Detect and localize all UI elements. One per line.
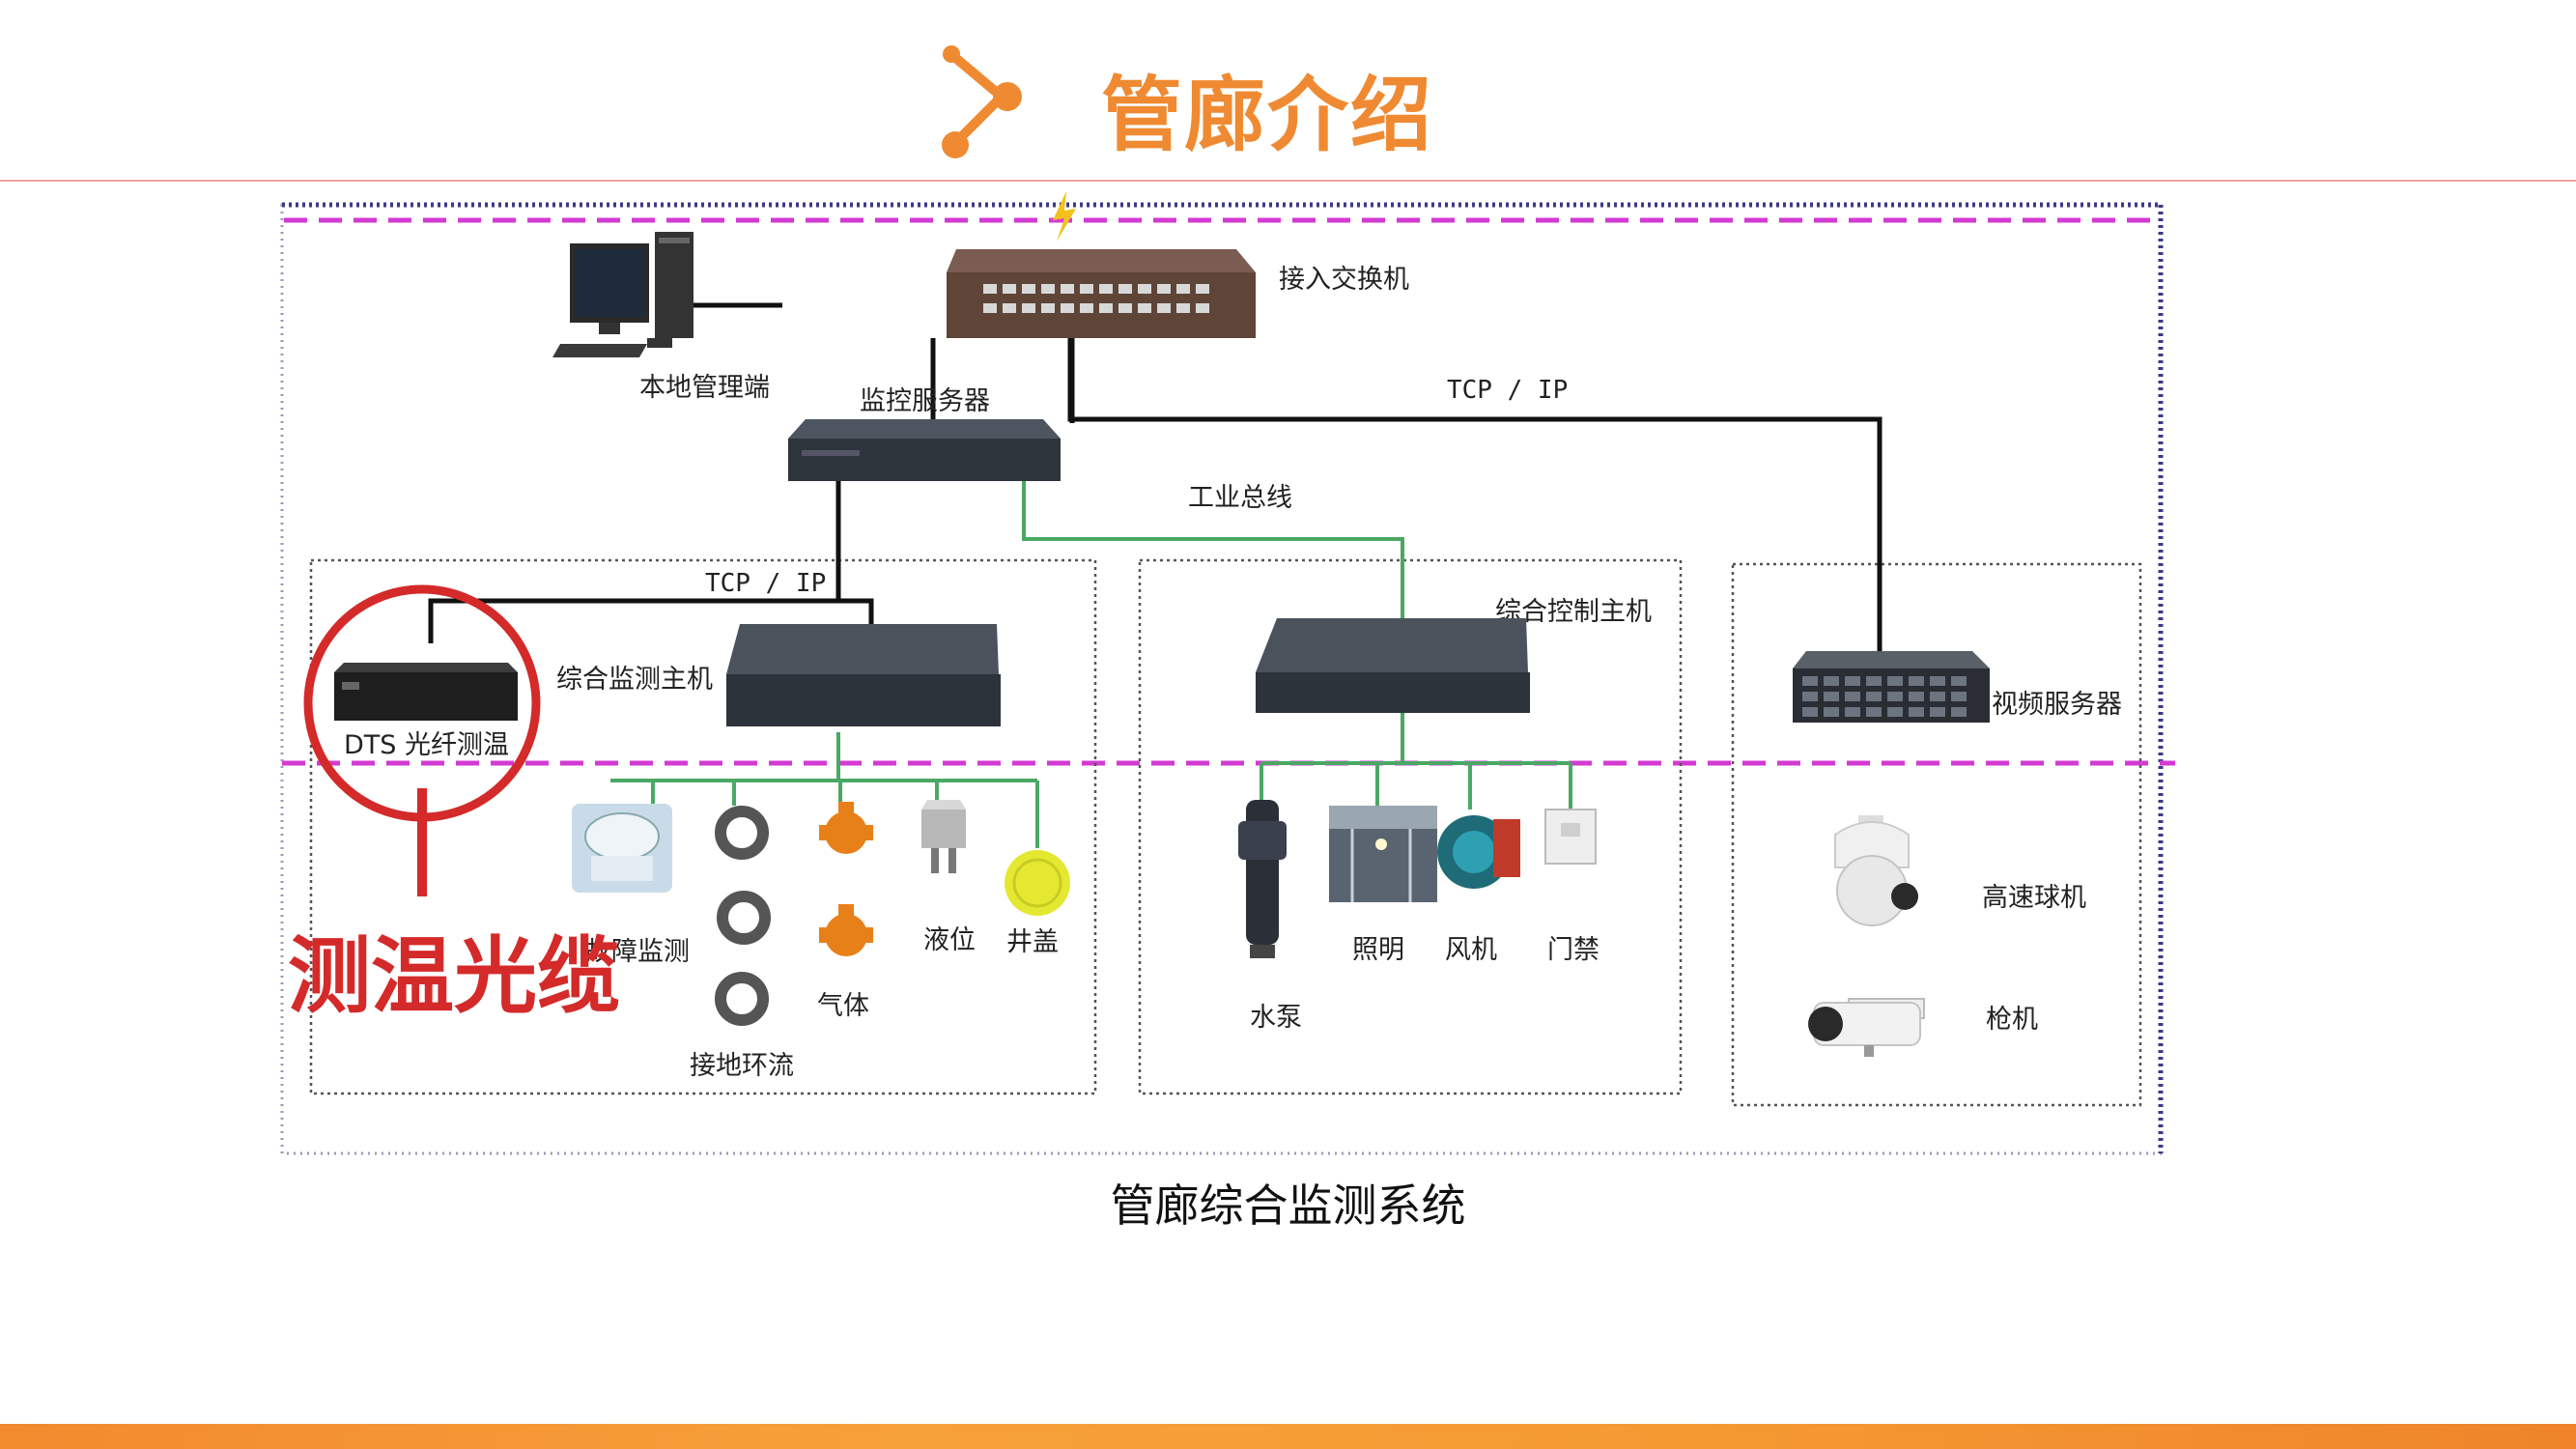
network-links [428,302,1882,651]
footer-bar [0,1424,2576,1449]
industrial-bus-label: 工业总线 [1188,483,1292,513]
control-subsystem-box [1138,558,1683,1095]
video-subsystem-box [1731,562,2142,1107]
share-icon [942,45,1022,158]
temperature-cable-annotation: 测温光缆 [288,927,620,1025]
fan-icon [1437,815,1520,889]
bullet-camera-icon [1808,998,1925,1057]
water-pump-label: 水泵 [1250,1003,1302,1033]
access-switch-device [947,249,1256,338]
gas-label: 气体 [817,991,869,1021]
fault-monitor-label: 故障监测 [585,937,690,967]
integrated-monitor-host-device [726,624,1001,726]
lighting-label: 照明 [1352,935,1404,965]
tcp-ip-label-left: TCP / IP [705,569,826,598]
access-control-icon [1544,809,1597,865]
integrated-control-host-device [1256,618,1530,713]
video-server-label: 视频服务器 [1992,690,2122,720]
dts-device [334,663,518,721]
dts-label: DTS 光纤测温 [344,730,509,760]
liquid-level-label: 液位 [923,925,976,955]
liquid-level-sensor-icon [921,800,966,873]
title-divider [0,180,2576,182]
manhole-cover-icon [1005,850,1070,916]
fault-monitor-sensor-icon [572,804,672,893]
access-control-label: 门禁 [1547,935,1599,965]
diagram-caption: 管廊综合监测系统 [1110,1179,1466,1232]
system-diagram: 接入交换机 本地管理端 监控服务器 TCP / IP TCP / IP 工业总线… [280,191,2175,1155]
monitor-server-device [788,419,1061,481]
ground-loop-current-label: 接地环流 [690,1051,794,1081]
speed-dome-label: 高速球机 [1982,883,2086,913]
ground-loop-ct-icon [715,806,771,1026]
video-server-device [1793,651,1990,723]
fan-label: 风机 [1445,935,1497,965]
tcp-ip-label-top: TCP / IP [1447,376,1568,405]
manhole-cover-label: 井盖 [1006,927,1059,957]
dts-highlight-annotation [303,584,541,896]
lighting-photo-icon [1329,806,1437,902]
local-terminal-label: 本地管理端 [639,373,770,403]
bullet-camera-label: 枪机 [1986,1005,2038,1035]
spark-icon [1053,191,1076,242]
access-switch-label: 接入交换机 [1279,265,1409,295]
water-pump-icon [1238,800,1287,958]
speed-dome-camera-icon [1834,815,1918,926]
monitor-subsystem-box [309,558,1097,1095]
monitor-server-label: 监控服务器 [860,386,990,416]
gas-detector-icon [819,802,873,956]
integrated-monitor-host-label: 综合监测主机 [556,665,713,695]
desktop-computer-icon [552,232,694,357]
page-title: 管廊介绍 [1101,68,1434,162]
